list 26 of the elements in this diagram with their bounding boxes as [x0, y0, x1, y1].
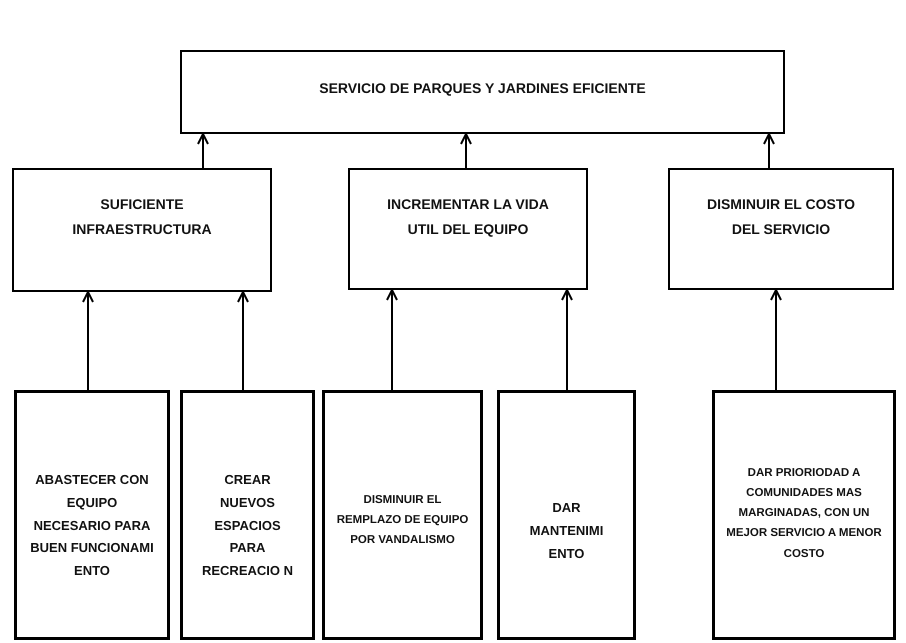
arrow — [561, 289, 573, 390]
objective-box — [348, 168, 588, 290]
action-box — [14, 390, 170, 640]
objective-box — [12, 168, 272, 292]
box-text: DISMINUIR EL COSTO DEL SERVICIO — [706, 195, 856, 238]
goal-box — [180, 50, 785, 134]
arrow — [386, 289, 398, 390]
box-text: DAR PRIORIODAD A COMUNIDADES MAS MARGINADAS, CON UN MEJOR SERVICIO A MENOR COSTO — [725, 466, 883, 562]
arrow — [197, 133, 209, 168]
arrow — [237, 291, 249, 390]
action-box — [322, 390, 483, 640]
arrow — [460, 133, 472, 168]
action-box — [180, 390, 315, 640]
action-box — [497, 390, 636, 640]
box-text: INCREMENTAR LA VIDA UTIL DEL EQUIPO — [386, 195, 550, 239]
arrow — [770, 289, 782, 390]
box-text: CREAR NUEVOS ESPACIOS PARA RECREACIO N — [200, 471, 294, 580]
arrow — [82, 291, 94, 390]
box-text: SERVICIO DE PARQUES Y JARDINES EFICIENTE — [319, 79, 646, 98]
box-text: ABASTECER CON EQUIPO NECESARIO PARA BUEN FUNCIONAMI ENTO — [29, 471, 155, 580]
objective-box — [668, 168, 894, 290]
box-text: DISMINUIR EL REMPLAZO DE EQUIPO POR VANDALISMO — [336, 493, 470, 548]
action-box — [712, 390, 896, 640]
box-text: DAR MANTENIMI ENTO — [528, 499, 604, 562]
box-text: SUFICIENTE INFRAESTRUCTURA — [71, 195, 213, 238]
arrow — [763, 133, 775, 168]
